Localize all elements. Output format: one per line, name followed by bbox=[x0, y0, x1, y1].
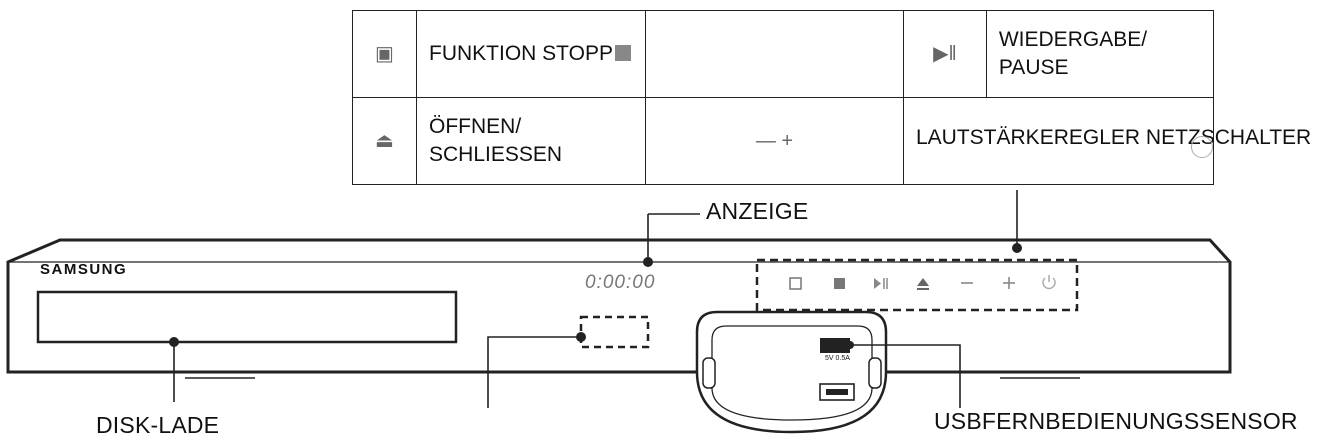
legend-label-function: FUNKTION bbox=[429, 42, 537, 65]
legend-function-stop-cell: FUNKTION STOPP bbox=[416, 10, 646, 98]
panel-power-button[interactable] bbox=[1042, 275, 1056, 290]
legend-label-play-pause: WIEDERGABE/ PAUSE bbox=[985, 10, 1215, 98]
disc-tray bbox=[36, 290, 458, 344]
panel-stop-button[interactable] bbox=[834, 278, 845, 289]
control-panel bbox=[755, 258, 1079, 312]
minus-plus-icon: — + bbox=[645, 97, 904, 185]
legend-label-open-close: ÖFFNEN/ SCHLIESSEN bbox=[416, 97, 646, 185]
legend-label-power: NETZSCHALTER bbox=[1145, 126, 1312, 149]
legend-empty-cell bbox=[645, 10, 904, 98]
display-label: ANZEIGE bbox=[706, 198, 809, 224]
usb-port[interactable] bbox=[820, 338, 850, 353]
legend-row-2: ⏏ ÖFFNEN/ SCHLIESSEN — + LAUTSTÄRKEREGLE… bbox=[352, 97, 1311, 185]
eject-icon: ⏏ bbox=[352, 97, 417, 185]
legend-volume-power-cell: LAUTSTÄRKEREGLER NETZSCHALTER bbox=[902, 97, 1311, 185]
legend-row-1: ▣ FUNKTION STOPP ▶‖ WIEDERGABE/ PAUSE bbox=[352, 10, 1215, 98]
front-display: 0:00:00 bbox=[585, 272, 656, 293]
power-icon bbox=[1191, 136, 1214, 158]
brand-logo: SAMSUNG bbox=[40, 261, 128, 278]
panel-volume-up-button[interactable] bbox=[1003, 277, 1015, 289]
disc-tray-label: DISK-LADE bbox=[96, 412, 220, 438]
panel-function-button[interactable] bbox=[789, 277, 802, 290]
usb-remote-sensor-label: USBFERNBEDIENUNGSSENSOR bbox=[934, 408, 1298, 434]
panel-play-pause-button[interactable] bbox=[874, 278, 888, 289]
legend-label-volume: LAUTSTÄRKEREGLER bbox=[916, 126, 1141, 149]
function-icon: ▣ bbox=[352, 10, 417, 98]
button-legend-table: ▣ FUNKTION STOPP ▶‖ WIEDERGABE/ PAUSE ⏏ … bbox=[352, 10, 1311, 185]
panel-eject-button[interactable] bbox=[917, 278, 929, 290]
usb-port-label: 5V 0.5A bbox=[825, 355, 850, 362]
legend-label-stop: STOPP bbox=[542, 42, 613, 65]
stop-icon bbox=[614, 45, 631, 61]
usb-flap bbox=[695, 310, 888, 434]
